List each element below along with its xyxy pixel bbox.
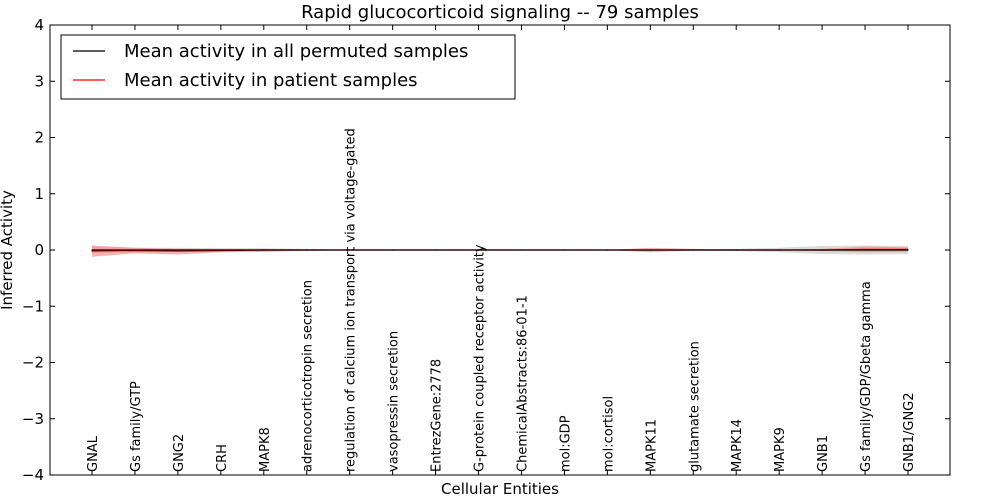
category-label: GNB1 xyxy=(816,435,831,472)
data-point xyxy=(606,249,609,251)
category-label: Gs family/GTP xyxy=(129,381,144,472)
legend-label-patient: Mean activity in patient samples xyxy=(124,70,418,91)
category-label: MAPK9 xyxy=(773,427,788,472)
y-tick-label: 3 xyxy=(34,72,44,90)
y-tick-label: 1 xyxy=(34,185,44,203)
data-point xyxy=(392,249,394,251)
data-point xyxy=(864,249,866,251)
plot-area xyxy=(91,245,909,257)
category-label: adrenocorticotropin secretion xyxy=(301,280,316,472)
axes-frame xyxy=(49,24,951,476)
category-label: CRH xyxy=(215,444,230,472)
data-point xyxy=(91,250,93,252)
category-label: GNB1/GNG2 xyxy=(902,392,917,472)
y-tick-label: −3 xyxy=(22,410,44,428)
category-label: vasopressin secretion xyxy=(387,331,402,472)
category-label: MAPK14 xyxy=(730,419,745,472)
data-point xyxy=(563,249,566,251)
y-tick-label: 4 xyxy=(34,16,44,34)
data-point xyxy=(520,249,523,251)
y-tick-label: −1 xyxy=(22,297,44,315)
data-point xyxy=(821,249,823,251)
y-tick-label: 2 xyxy=(34,129,44,147)
category-label: MAPK8 xyxy=(258,427,273,472)
category-label: EntrezGene:2778 xyxy=(430,359,445,472)
category-label: GNAL xyxy=(86,435,101,472)
category-label: regulation of calcium ion transport via … xyxy=(344,128,359,472)
y-tick-label: −2 xyxy=(22,354,44,372)
confidence-band-1 xyxy=(92,245,908,257)
x-axis-label: Cellular Entities xyxy=(441,480,559,498)
data-point xyxy=(477,249,480,251)
category-label: ChemicalAbstracts:86-01-1 xyxy=(515,295,530,472)
axis-ticks: 4 3 2 1 0 −1 −2 −3 −4 xyxy=(22,16,950,484)
data-point xyxy=(778,249,780,251)
category-label: mol:cortisol xyxy=(601,396,616,472)
y-tick-label: 0 xyxy=(34,241,44,259)
y-axis-label: Inferred Activity xyxy=(0,190,16,310)
category-label: G-protein coupled receptor activity xyxy=(473,244,488,472)
category-label: Gs family/GDP/Gbeta gamma xyxy=(859,281,874,472)
data-point xyxy=(306,249,308,251)
data-point xyxy=(263,249,265,251)
data-point xyxy=(349,249,351,251)
data-point xyxy=(177,249,179,251)
data-point xyxy=(907,249,909,251)
data-point xyxy=(735,249,737,251)
category-labels: GNAL Gs family/GTP GNG2 CRH MAPK8 adrenocorti… xyxy=(86,128,917,472)
category-label: MAPK11 xyxy=(644,419,659,472)
data-point xyxy=(220,249,222,251)
data-point xyxy=(177,250,179,252)
data-point xyxy=(91,249,93,251)
chart-title: Rapid glucocorticoid signaling -- 79 sam… xyxy=(301,2,699,23)
y-tick-label: −4 xyxy=(22,466,44,484)
category-label: GNG2 xyxy=(172,434,187,472)
legend: Mean activity in all permuted samples Me… xyxy=(60,34,516,100)
data-point xyxy=(435,249,437,251)
data-point xyxy=(134,249,136,251)
data-point xyxy=(692,249,694,251)
legend-box xyxy=(60,34,516,100)
category-label: mol:GDP xyxy=(558,415,573,472)
legend-label-permuted: Mean activity in all permuted samples xyxy=(124,41,468,62)
data-point xyxy=(649,249,651,251)
category-label: glutamate secretion xyxy=(687,341,702,472)
